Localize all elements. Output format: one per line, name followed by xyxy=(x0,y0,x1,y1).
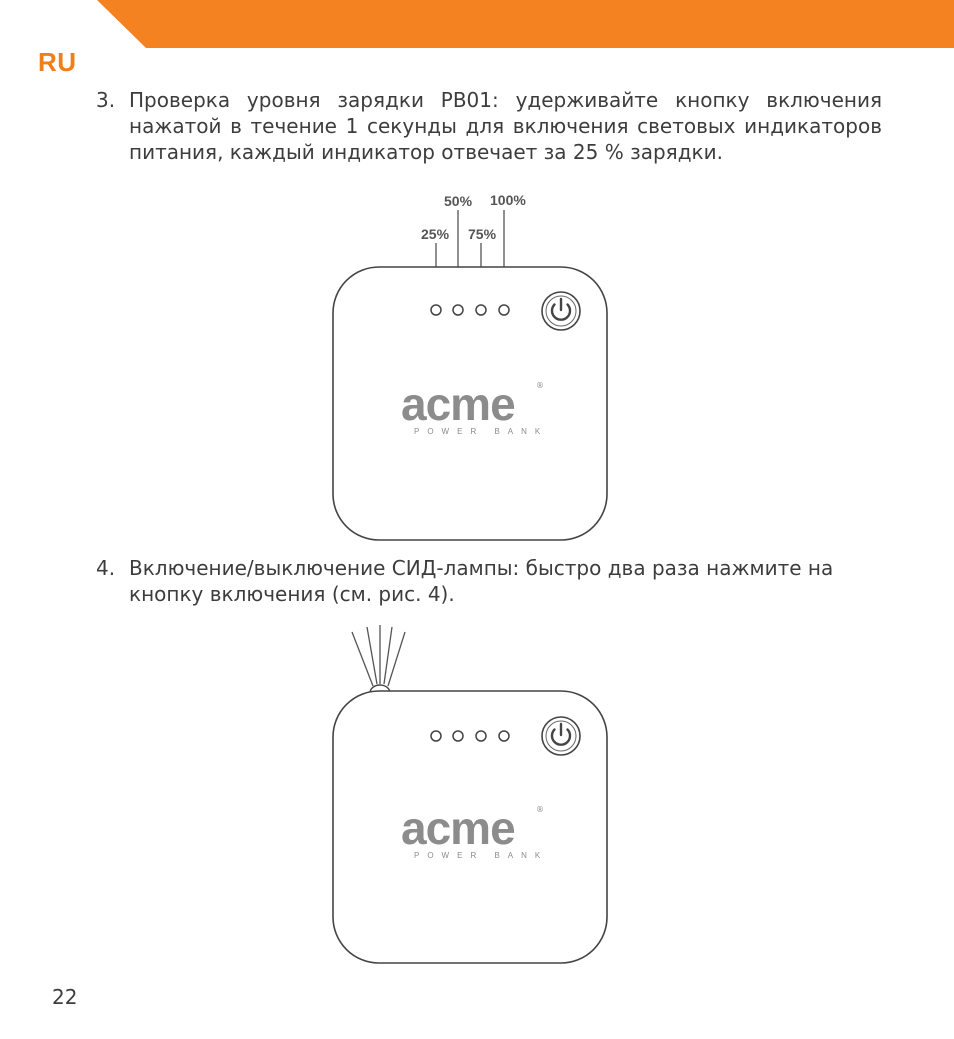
brand-logo: acme xyxy=(401,801,515,855)
registered-mark: ® xyxy=(536,805,544,814)
lamp-light-rays xyxy=(352,625,405,686)
brand-subtitle: POWER BANK xyxy=(414,851,548,860)
indicator-led-3 xyxy=(476,305,486,315)
instruction-item-4: 4. Включение/выключение СИД-лампы: быстр… xyxy=(96,555,882,607)
registered-mark: ® xyxy=(536,381,544,390)
label-75-percent: 75% xyxy=(468,226,496,242)
label-100-percent: 100% xyxy=(490,192,526,208)
indicator-led-4 xyxy=(499,305,509,315)
indicator-led-2 xyxy=(453,731,463,741)
power-icon[interactable] xyxy=(542,292,580,330)
item-text: Проверка уровня зарядки PB01: удерживайт… xyxy=(129,87,882,165)
power-icon[interactable] xyxy=(542,717,580,755)
instruction-item-3: 3. Проверка уровня зарядки PB01: удержив… xyxy=(96,87,882,165)
indicator-leader-lines xyxy=(436,210,504,304)
item-number: 3. xyxy=(96,87,115,113)
indicator-led-2 xyxy=(453,305,463,315)
header-accent-bar xyxy=(0,0,954,48)
item-number: 4. xyxy=(96,555,115,581)
page-number: 22 xyxy=(52,985,77,1009)
brand-logo: acme xyxy=(401,377,515,431)
indicator-led-4 xyxy=(499,731,509,741)
charge-indicators xyxy=(431,731,509,741)
charge-indicators xyxy=(431,305,509,315)
indicator-led-1 xyxy=(431,305,441,315)
led-lamp xyxy=(370,685,390,693)
indicator-led-1 xyxy=(431,731,441,741)
label-25-percent: 25% xyxy=(421,226,449,242)
item-text: Включение/выключение СИД-лампы: быстро д… xyxy=(129,555,882,607)
brand-subtitle: POWER BANK xyxy=(414,427,548,436)
label-50-percent: 50% xyxy=(444,193,472,209)
language-label: RU xyxy=(38,47,77,78)
indicator-led-3 xyxy=(476,731,486,741)
